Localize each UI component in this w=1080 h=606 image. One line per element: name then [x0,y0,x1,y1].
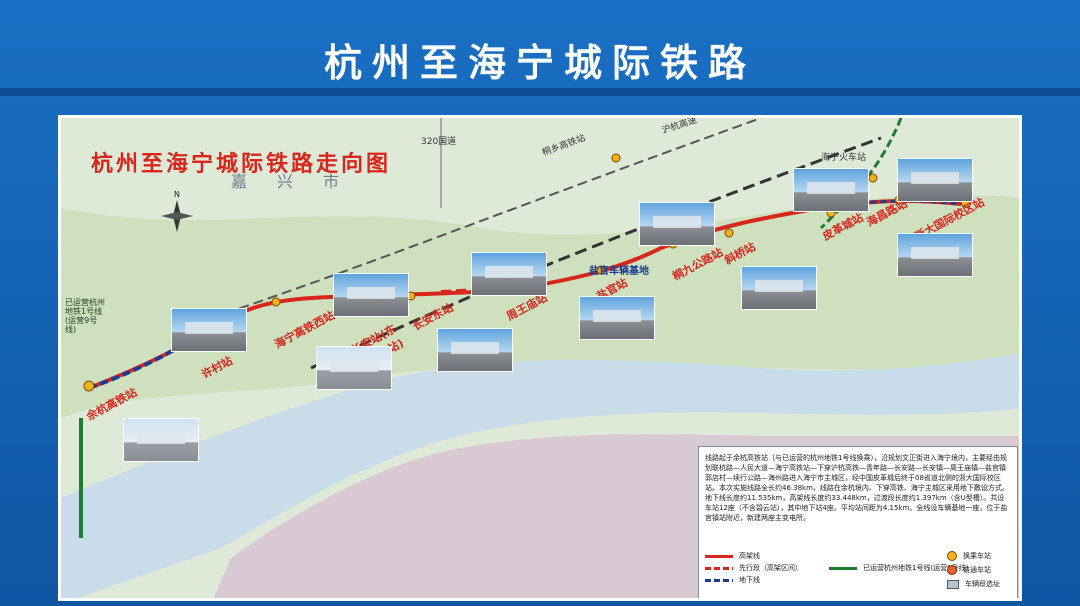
station-photo-tongjiu [639,202,715,246]
station-photo-haichang [897,158,973,202]
legend-depot-label: 车辆段选址 [965,580,1000,588]
legend-depot: 车辆段选址 [947,579,1000,589]
route-map[interactable]: 杭州至海宁城际铁路走向图 嘉兴市 N 320国道 沪杭高速 桐乡高铁站 海宁火车… [58,115,1022,601]
legend-normal-icon [947,565,957,575]
station-photo-zju [897,233,973,277]
legend-depot-icon [947,579,959,589]
legend-advance-swatch [705,566,733,570]
legend-advance-label: 先行段（高架区间） [739,564,802,572]
legend-transfer: 换乘车站 [947,551,991,561]
legend-underground-label: 地下线 [739,576,760,584]
legend-normal-label: 普通车站 [963,566,991,574]
legend-existing-swatch [829,566,857,570]
station-photo-xucun [171,308,247,352]
compass: N [157,188,197,240]
station-photo-depot [579,296,655,340]
road-label-g320: 320国道 [421,137,457,147]
compass-letter: N [174,190,180,199]
map-title: 杭州至海宁城际铁路走向图 [91,151,392,177]
legend-underground: 地下线 [705,575,760,585]
legend-elevated-swatch [705,554,733,558]
legend-underground-swatch [705,578,733,582]
huhang-hsr [210,118,762,319]
station-photo-haining-west [333,273,409,317]
farmland [61,194,1019,418]
station-photo-xieqiao [741,266,817,310]
station-photo-changan-east [437,328,513,372]
road-label-haining-hub: 海宁火车站 [821,153,867,163]
title-band [0,88,1080,96]
station-photo-yuhang [123,418,199,462]
legend-existing-label: 已运营杭州地铁1号线(运营9号线) [863,564,969,572]
legend-existing: 已运营杭州地铁1号线(运营9号线) [829,563,968,573]
station-photo-changan [316,346,392,390]
legend-elevated: 高架线 [705,551,760,561]
compass-rose-icon: N [161,190,193,232]
poster-title: 杭州至海宁城际铁路 [323,41,756,85]
legend-advance: 先行段（高架区间） [705,563,802,573]
station-marker-yuhang [83,380,95,392]
legend-transfer-label: 换乘车站 [963,552,991,560]
station-photo-pigecheng [793,168,869,212]
station-photo-zhouwangmiao [471,252,547,296]
legend-elevated-label: 高架线 [739,552,760,560]
depot-label[interactable]: 盐官车辆基地 [589,266,649,277]
hangchang-rail [310,136,882,370]
legend-description: 线路起于余杭高铁站（与已运营的杭州地铁1号线换乘），沿规划文正街进入海宁境内，主… [705,454,1009,522]
legend-transfer-icon [947,551,957,561]
qiantang-river [61,353,1019,598]
city-label: 嘉兴市 [231,172,370,191]
legend-panel: 线路起于余杭高铁站（与已运营的杭州地铁1号线换乘），沿规划文正街进入海宁境内，主… [698,446,1018,598]
existing-line-label: 已运营杭州地铁1号线(运营9号线) [65,298,105,334]
legend-normal: 普通车站 [947,565,991,575]
